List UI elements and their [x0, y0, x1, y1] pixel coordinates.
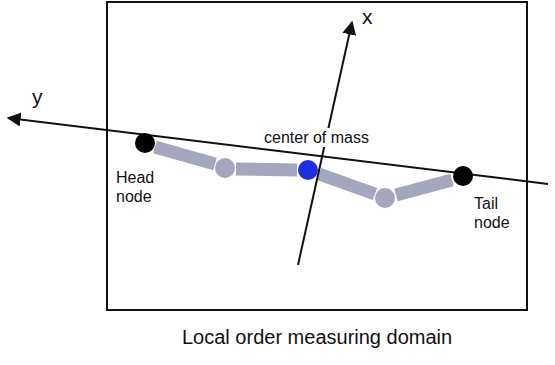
bead — [215, 158, 235, 178]
node-label: Tail node — [472, 194, 520, 232]
head-node-dot — [135, 133, 155, 153]
node-label: center of mass — [262, 128, 371, 147]
node-label: Head node — [114, 168, 166, 206]
axis-label: y — [30, 84, 45, 109]
center-of-mass-dot — [298, 160, 318, 180]
axis-label: x — [360, 4, 375, 29]
caption: Local order measuring domain — [180, 325, 454, 349]
tail-node-dot — [453, 166, 473, 186]
bead — [375, 188, 395, 208]
